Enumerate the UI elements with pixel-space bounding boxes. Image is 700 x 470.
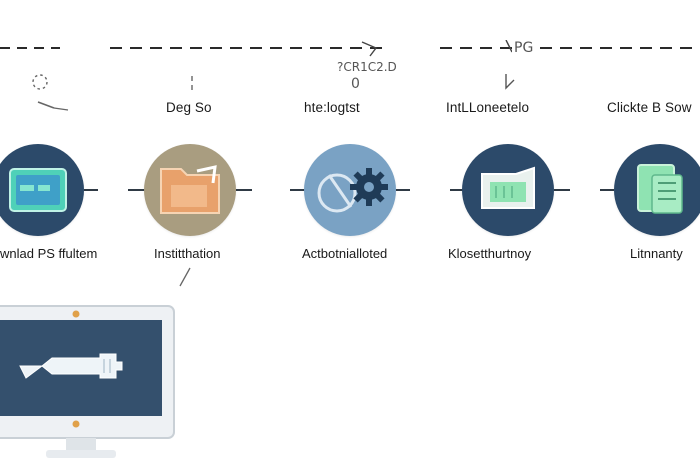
monitor-illustration xyxy=(0,304,176,464)
connector-1 xyxy=(84,189,98,191)
step-2-top-label: Deg So xyxy=(166,100,212,115)
hook-mark-icon xyxy=(505,74,515,90)
stroke-mark-icon xyxy=(179,267,191,287)
connector-7 xyxy=(554,189,570,191)
tick-marks-icon xyxy=(191,76,193,90)
step-3-bottom-label: Actbotnialloted xyxy=(302,246,388,261)
connector-3 xyxy=(236,189,252,191)
connector-6 xyxy=(450,189,464,191)
notebook-icon xyxy=(637,164,683,214)
step-5-circle xyxy=(614,144,700,236)
step-1-bottom-label: wnlad PS ffultem xyxy=(0,246,98,261)
top-dashed-rail xyxy=(0,40,700,60)
spinner-icon xyxy=(32,74,69,111)
folder-icon xyxy=(160,165,220,214)
step-5-bottom-label: Litnnanty xyxy=(630,246,683,261)
step-2-bottom-label: Institthation xyxy=(154,246,221,261)
step-3-top-label: hte:logtst xyxy=(304,100,360,115)
step-2-circle xyxy=(144,144,236,236)
connector-2 xyxy=(128,189,146,191)
step-1-circle xyxy=(0,144,84,236)
connector-8 xyxy=(600,189,614,191)
step-3-circle xyxy=(304,144,396,236)
gear-icon xyxy=(317,168,388,213)
document-icon xyxy=(481,166,535,209)
top-code-middle: ?CR1C2.D xyxy=(337,60,397,74)
top-code-right: PG xyxy=(512,40,536,56)
card-icon xyxy=(9,168,67,212)
step-4-circle xyxy=(462,144,554,236)
step-4-top-label: IntLLoneetelo xyxy=(446,100,530,115)
top-digit-middle: 0 xyxy=(351,76,360,92)
step-5-top-label: Clickte B Sow xyxy=(607,100,692,115)
monitor-icon xyxy=(0,305,175,458)
connector-4 xyxy=(290,189,306,191)
step-4-bottom-label: Klosetthurtnoy xyxy=(448,246,532,261)
connector-5 xyxy=(396,189,410,191)
